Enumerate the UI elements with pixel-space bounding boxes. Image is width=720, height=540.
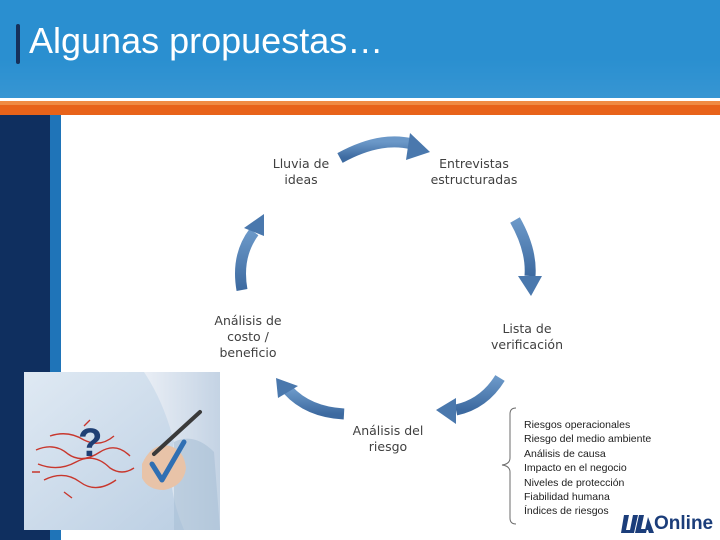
node-analisis-costo: Análisis de costo / beneficio xyxy=(210,313,286,361)
node-line: estructuradas xyxy=(428,172,520,188)
node-line: Análisis del xyxy=(349,423,427,439)
list-item: Fiabilidad humana xyxy=(524,490,651,504)
node-line: Análisis de xyxy=(210,313,286,329)
node-line: riesgo xyxy=(349,439,427,455)
curved-arrow-icon xyxy=(276,378,344,414)
node-line: verificación xyxy=(487,337,567,353)
curved-arrow-icon xyxy=(241,214,265,290)
node-line: ideas xyxy=(268,172,334,188)
svg-text:?: ? xyxy=(78,421,102,465)
logo-text: Online xyxy=(654,513,713,535)
node-line: Lluvia de xyxy=(268,156,334,172)
list-item: Riesgo del medio ambiente xyxy=(524,432,651,446)
list-item: Riesgos operacionales xyxy=(524,418,651,432)
list-item: Impacto en el negocio xyxy=(524,461,651,475)
curved-arrow-icon xyxy=(515,220,542,296)
question-check-photo: ? xyxy=(24,372,220,530)
ula-logo: Online xyxy=(620,512,716,536)
list-item: Análisis de causa xyxy=(524,447,651,461)
node-line: beneficio xyxy=(210,345,286,361)
list-bracket xyxy=(502,408,516,524)
curved-arrow-icon xyxy=(436,378,500,424)
list-item: Niveles de protección xyxy=(524,476,651,490)
node-analisis-riesgo: Análisis del riesgo xyxy=(349,423,427,455)
node-line: Entrevistas xyxy=(428,156,520,172)
node-entrevistas: Entrevistas estructuradas xyxy=(428,156,520,188)
node-lista-verificacion: Lista de verificación xyxy=(487,321,567,353)
risk-list: Riesgos operacionales Riesgo del medio a… xyxy=(524,418,651,519)
curved-arrow-icon xyxy=(340,133,430,160)
node-lluvia-de-ideas: Lluvia de ideas xyxy=(268,156,334,188)
node-line: Lista de xyxy=(487,321,567,337)
node-line: costo / xyxy=(210,329,286,345)
